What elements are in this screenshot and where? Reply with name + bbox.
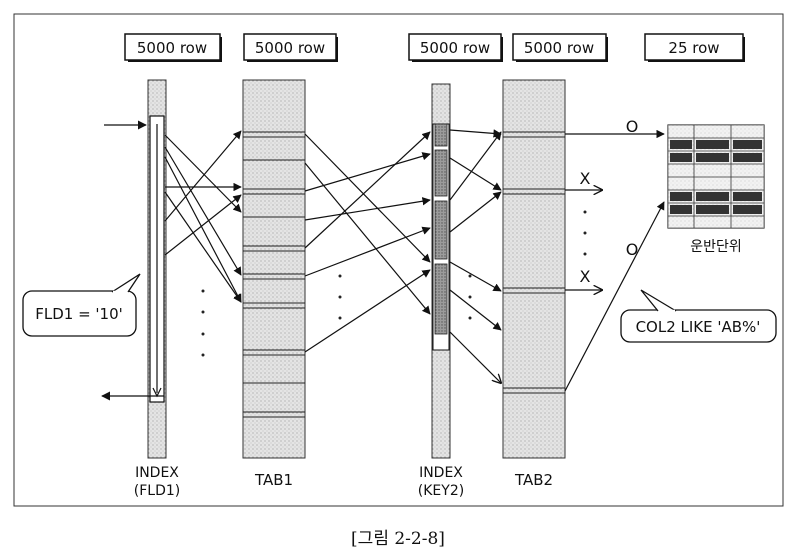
fld1-to-tab1-arrows (164, 130, 242, 303)
tab2-label: TAB2 (514, 471, 553, 489)
tab1-label: TAB1 (254, 471, 293, 489)
index-key2-column: INDEX (KEY2) (418, 83, 464, 499)
reject-mark-2: X (580, 267, 591, 286)
callout-fld1: FLD1 = '10' (22, 270, 141, 337)
tab2-outgoing-arrows (564, 129, 665, 392)
row-badge-label: 5000 row (420, 39, 490, 57)
key2-to-tab2-arrows (449, 129, 501, 383)
ellipsis-dots (201, 210, 587, 357)
reject-mark-1: X (580, 169, 591, 188)
tab1-column: TAB1 (242, 79, 306, 489)
row-badge-index-key2: 5000 row (408, 33, 503, 62)
callout-col2-text: COL2 LIKE 'AB%' (636, 318, 761, 336)
row-badge-tab2: 5000 row (512, 33, 608, 62)
result-label: 운반단위 (690, 239, 742, 255)
row-badge-result: 25 row (644, 33, 745, 62)
index-fld1-label-line1: INDEX (135, 465, 179, 481)
index-key2-label-line1: INDEX (419, 465, 463, 481)
tab2-column: TAB2 (502, 79, 566, 489)
index-fld1-label-line2: (FLD1) (134, 483, 180, 499)
index-fld1-column: INDEX (FLD1) (134, 79, 180, 499)
callout-fld1-text: FLD1 = '10' (35, 305, 123, 323)
index-key2-label-line2: (KEY2) (418, 483, 464, 499)
row-badge-label: 5000 row (137, 39, 207, 57)
row-badge-label: 5000 row (255, 39, 325, 57)
pass-mark-bottom: O (626, 240, 639, 259)
row-badge-label: 5000 row (524, 39, 594, 57)
tab1-to-key2-arrows (304, 131, 431, 353)
row-badge-index-fld1: 5000 row (124, 33, 222, 62)
callout-col2: COL2 LIKE 'AB%' (620, 289, 777, 343)
diagram-frame (13, 13, 784, 507)
result-grid-icon: 운반단위 (667, 124, 765, 255)
pass-mark-top: O (626, 117, 639, 136)
figure-caption: [그림 2-2-8] (351, 529, 445, 549)
row-badge-tab1: 5000 row (243, 33, 338, 62)
row-badge-label: 25 row (668, 39, 719, 57)
